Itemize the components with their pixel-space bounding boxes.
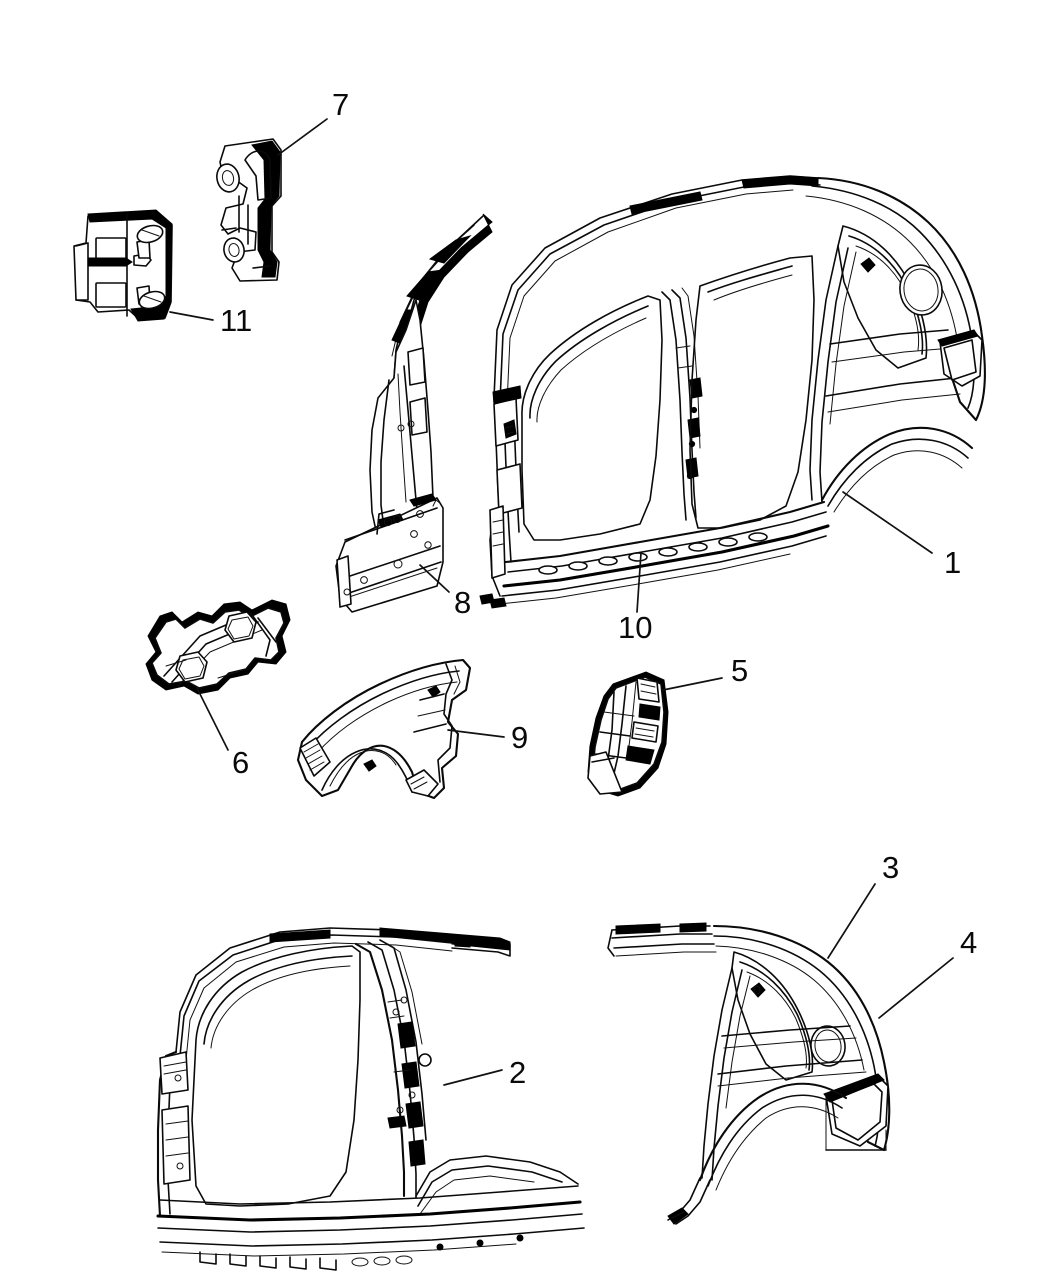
leader-line-8 [419, 564, 450, 593]
part-2-body-side-aperture-panel-inner-front [156, 927, 585, 1271]
part-8-b-pillar-reinforcement [335, 213, 493, 613]
leader-line-1 [842, 491, 933, 554]
part-6-sill-inner-reinforcement-plate [145, 599, 291, 695]
part-11-latch-reinforcement-plate [73, 209, 173, 322]
leader-line-6 [196, 687, 229, 751]
callout-number-9: 9 [511, 720, 528, 755]
leader-line-10 [636, 552, 642, 613]
part-5-rear-wheelhouse-bracket [587, 671, 669, 797]
callout-number-6: 6 [232, 745, 249, 780]
leader-line-2 [443, 1069, 503, 1086]
callout-number-5: 5 [731, 653, 748, 688]
part-4-quarter-panel-outer [607, 922, 891, 1225]
callout-number-1: 1 [944, 545, 961, 580]
callout-number-3: 3 [882, 850, 899, 885]
leader-line-3 [827, 883, 876, 959]
part-9-rear-wheelhouse-arch-reinforcement [296, 658, 472, 800]
callout-number-2: 2 [509, 1055, 526, 1090]
leader-line-7 [277, 118, 328, 156]
callout-number-7: 7 [332, 87, 349, 122]
leader-line-4 [878, 957, 954, 1019]
callout-number-10: 10 [618, 610, 652, 645]
leader-line-11 [169, 311, 214, 321]
callout-number-11: 11 [220, 303, 252, 338]
part-7-striker-hinge-bracket [216, 138, 282, 282]
callout-number-8: 8 [454, 585, 471, 620]
leader-line-9 [447, 729, 505, 738]
callout-layer: 1 2 3 4 5 6 7 8 9 10 11 [169, 87, 977, 1090]
part-1-body-side-aperture-panel-outer [479, 175, 986, 609]
callout-number-4: 4 [960, 925, 977, 960]
leader-line-5 [662, 677, 723, 691]
